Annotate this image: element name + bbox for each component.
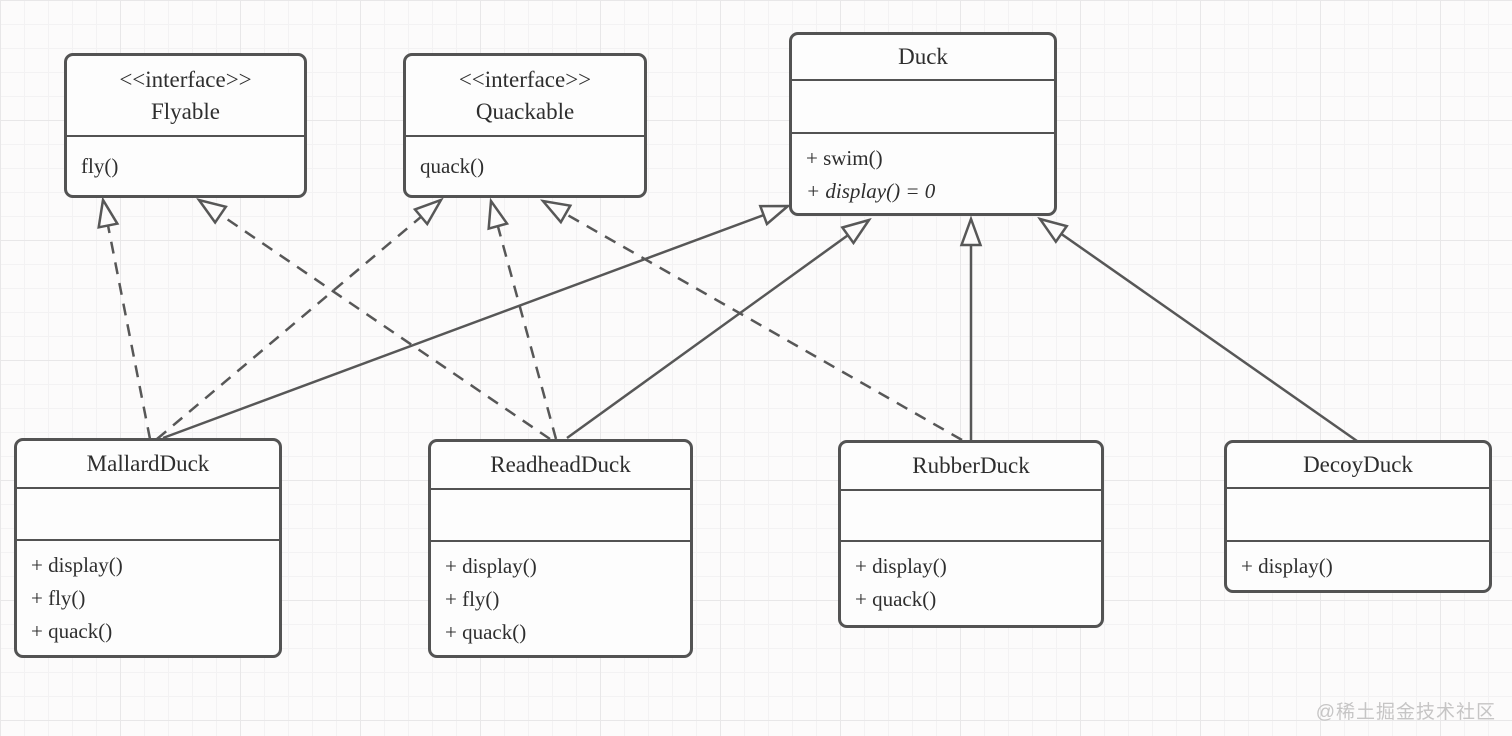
class-header: <<interface>> Quackable bbox=[406, 56, 644, 137]
method-label: + display() bbox=[445, 554, 537, 578]
methods-section: quack() bbox=[406, 137, 644, 195]
method-label: + display() bbox=[855, 554, 947, 578]
class-box-quackable: <<interface>> Quackable quack() bbox=[403, 53, 647, 198]
class-box-rubberduck: RubberDuck + display() + quack() bbox=[838, 440, 1104, 628]
attributes-section bbox=[792, 81, 1054, 134]
class-header: MallardDuck bbox=[17, 441, 279, 489]
methods-section: + swim() + display() = 0 bbox=[792, 134, 1054, 213]
methods-section: + display() + fly() + quack() bbox=[17, 541, 279, 655]
method-label: + quack() bbox=[855, 587, 937, 611]
class-box-decoyduck: DecoyDuck + display() bbox=[1224, 440, 1492, 593]
generalization-arrow-readheadduck-to-duck bbox=[566, 220, 869, 440]
class-name: Quackable bbox=[475, 98, 575, 124]
stereotype-label: <<interface>> bbox=[119, 66, 252, 92]
realization-arrow-rubberduck-to-quackable bbox=[543, 201, 963, 442]
realization-arrow-readheadduck-to-quackable bbox=[491, 201, 558, 440]
abstract-method-label: + display() = 0 bbox=[806, 179, 936, 203]
method-label: fly() bbox=[81, 154, 119, 178]
class-box-duck: Duck + swim() + display() = 0 bbox=[789, 32, 1057, 216]
class-name: Flyable bbox=[151, 98, 220, 124]
class-name: DecoyDuck bbox=[1303, 452, 1413, 477]
class-header: DecoyDuck bbox=[1227, 443, 1489, 489]
attributes-section bbox=[17, 489, 279, 541]
method-label: + quack() bbox=[445, 620, 527, 644]
attributes-section bbox=[1227, 489, 1489, 542]
class-header: ReadheadDuck bbox=[431, 442, 690, 490]
attributes-section bbox=[841, 491, 1101, 542]
method-label: + display() bbox=[1241, 554, 1333, 578]
method-label: + quack() bbox=[31, 619, 113, 643]
method-label: + display() bbox=[31, 553, 123, 577]
realization-arrow-readheadduck-to-flyable bbox=[199, 200, 551, 441]
class-name: ReadheadDuck bbox=[490, 452, 631, 477]
class-name: MallardDuck bbox=[86, 451, 210, 476]
class-header: RubberDuck bbox=[841, 443, 1101, 491]
generalization-arrow-decoyduck-to-duck bbox=[1040, 219, 1358, 443]
methods-section: + display() + fly() + quack() bbox=[431, 542, 690, 655]
attributes-section bbox=[431, 490, 690, 542]
watermark-text: @稀土掘金技术社区 bbox=[1315, 702, 1496, 723]
method-label: quack() bbox=[420, 154, 485, 178]
class-box-readheadduck: ReadheadDuck + display() + fly() + quack… bbox=[428, 439, 693, 658]
methods-section: + display() + quack() bbox=[841, 542, 1101, 625]
methods-section: + display() bbox=[1227, 542, 1489, 590]
methods-section: fly() bbox=[67, 137, 304, 195]
class-header: <<interface>> Flyable bbox=[67, 56, 304, 137]
class-name: Duck bbox=[898, 44, 948, 69]
class-box-mallardduck: MallardDuck + display() + fly() + quack(… bbox=[14, 438, 282, 658]
class-box-flyable: <<interface>> Flyable fly() bbox=[64, 53, 307, 198]
stereotype-label: <<interface>> bbox=[458, 66, 592, 92]
generalization-arrow-mallardduck-to-duck bbox=[162, 206, 788, 440]
realization-arrow-mallardduck-to-flyable bbox=[103, 200, 152, 440]
class-header: Duck bbox=[792, 35, 1054, 81]
method-label: + fly() bbox=[31, 586, 86, 610]
class-name: RubberDuck bbox=[912, 453, 1030, 478]
method-label: + swim() bbox=[806, 146, 883, 170]
method-label: + fly() bbox=[445, 587, 500, 611]
realization-arrow-mallardduck-to-quackable bbox=[156, 200, 441, 440]
